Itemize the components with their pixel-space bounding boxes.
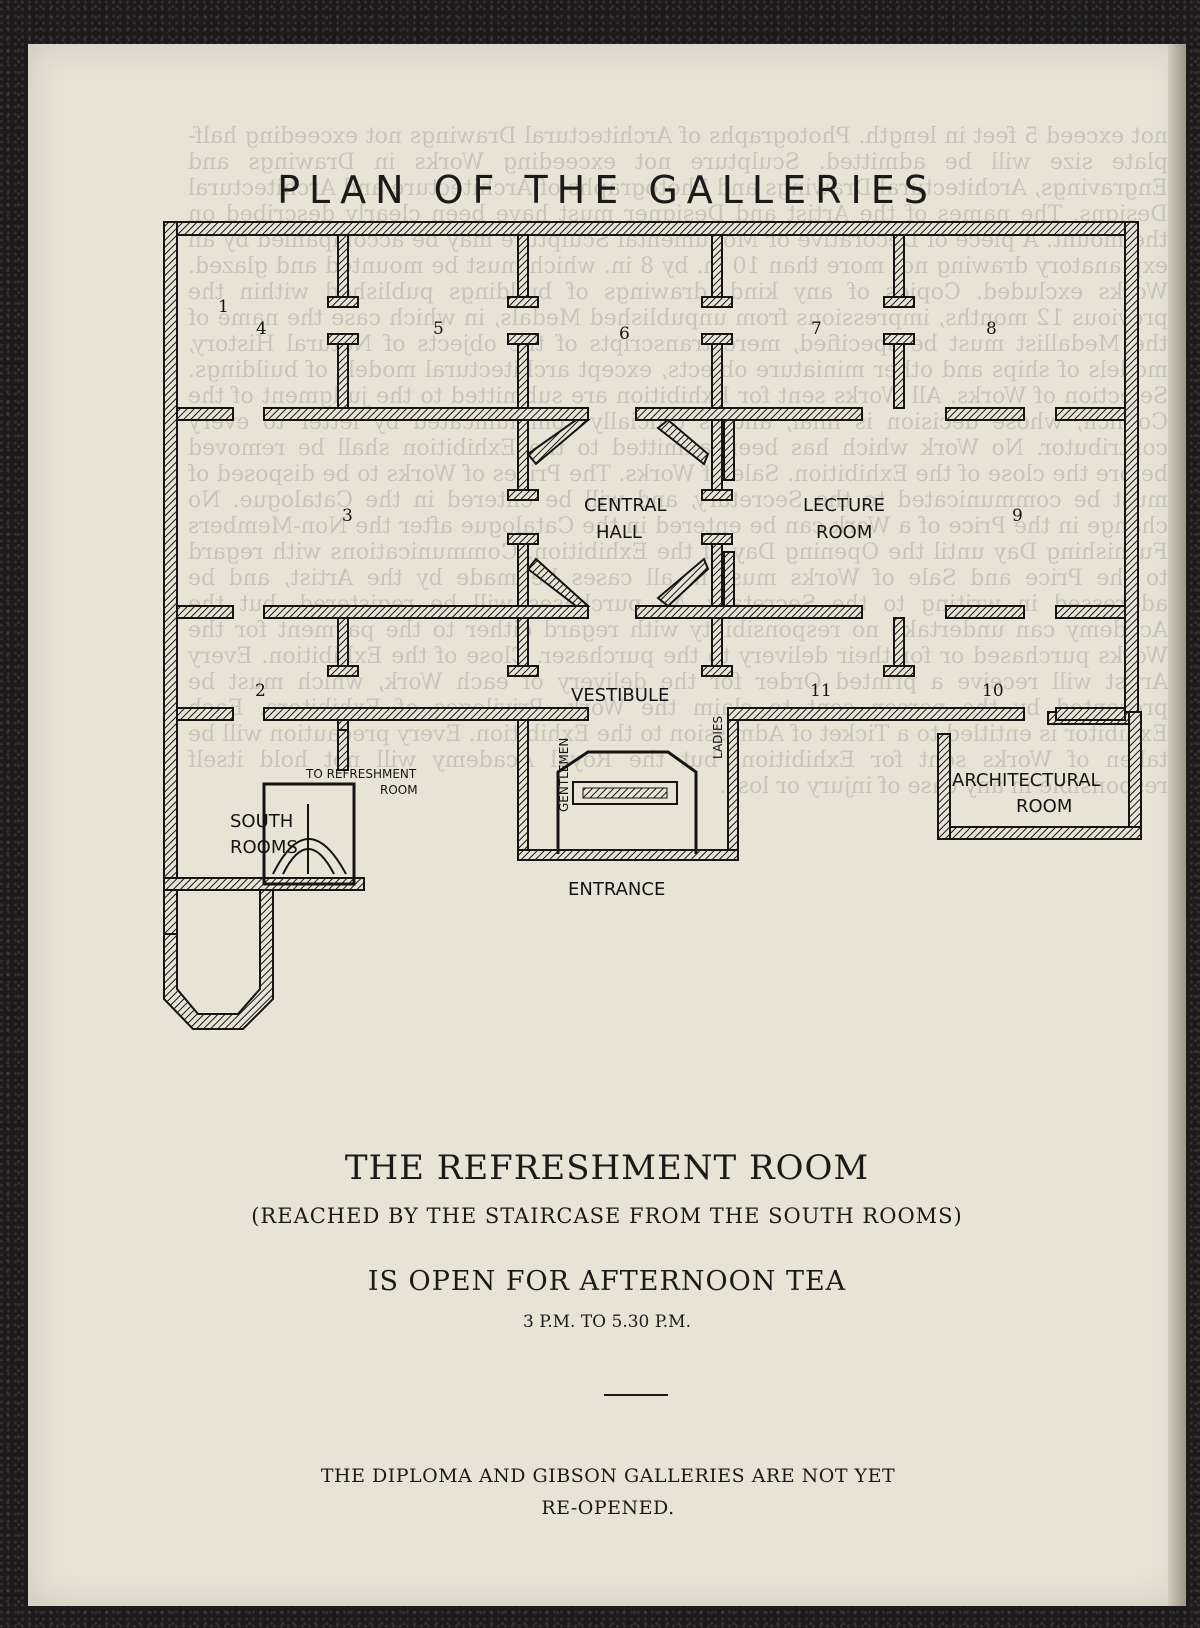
gallery-number-6: 6	[619, 324, 630, 344]
gallery-number-3: 3	[342, 506, 353, 526]
gallery-number-4: 4	[256, 319, 267, 339]
gallery-number-9: 9	[1012, 506, 1023, 526]
gentlemen-label: GENTLEMEN	[557, 738, 571, 812]
gallery-numbers: 1 2 3 4 5 6 7 8 9 10 11	[218, 297, 1023, 701]
notice-line-2: RE-OPENED.	[541, 1497, 675, 1519]
ladies-label: LADIES	[711, 716, 725, 759]
central-hall-label: CENTRAL	[584, 495, 667, 516]
lecture-room-label-2: ROOM	[816, 522, 872, 543]
vestibule-label: VESTIBULE	[571, 685, 669, 706]
staircase-note: (REACHED BY THE STAIRCASE FROM THE SOUTH…	[251, 1204, 963, 1228]
gallery-number-11: 11	[810, 681, 832, 701]
gallery-number-10: 10	[982, 681, 1004, 701]
gallery-floor-plan: CENTRAL HALL LECTURE ROOM VESTIBULE ARCH…	[163, 221, 1142, 1030]
gallery-number-7: 7	[811, 319, 822, 339]
afternoon-tea-text: IS OPEN FOR AFTERNOON TEA	[367, 1266, 847, 1297]
gallery-number-2: 2	[255, 681, 266, 701]
central-hall-label-2: HALL	[596, 522, 642, 543]
entrance-label: ENTRANCE	[568, 879, 665, 900]
to-refreshment-label-2: ROOM	[380, 783, 418, 797]
cross-walls	[176, 407, 1126, 721]
room-labels: CENTRAL HALL LECTURE ROOM VESTIBULE ARCH…	[230, 495, 1101, 900]
document-page: not exceed 5 feet in length. Photographs…	[28, 44, 1186, 1606]
gallery-number-1: 1	[218, 297, 229, 317]
architectural-room-label: ARCHITECTURAL	[952, 770, 1101, 791]
vestibule-fixtures	[556, 750, 698, 854]
south-rooms-label: SOUTH	[230, 811, 293, 832]
south-rooms-label-2: ROOMS	[230, 837, 298, 858]
notice-line-1: THE DIPLOMA AND GIBSON GALLERIES ARE NOT…	[320, 1465, 896, 1487]
staircase	[262, 782, 356, 886]
gallery-number-8: 8	[986, 319, 997, 339]
gallery-number-5: 5	[433, 319, 444, 339]
page-edge	[1168, 44, 1186, 1606]
diploma-gallery-notice: THE DIPLOMA AND GIBSON GALLERIES ARE NOT…	[288, 1460, 928, 1524]
architectural-room-label-2: ROOM	[1016, 796, 1072, 817]
diagonal-braces	[526, 418, 710, 608]
refreshment-heading: THE REFRESHMENT ROOM	[344, 1148, 870, 1188]
partition-stubs	[327, 234, 915, 861]
plan-title: PLAN OF THE GALLERIES	[277, 168, 937, 212]
divider-rule	[604, 1394, 668, 1396]
tea-hours: 3 P.M. TO 5.30 P.M.	[523, 1312, 691, 1332]
outer-walls	[163, 221, 1142, 1030]
lecture-room-label: LECTURE	[803, 495, 885, 516]
to-refreshment-label: TO REFRESHMENT	[305, 767, 417, 781]
